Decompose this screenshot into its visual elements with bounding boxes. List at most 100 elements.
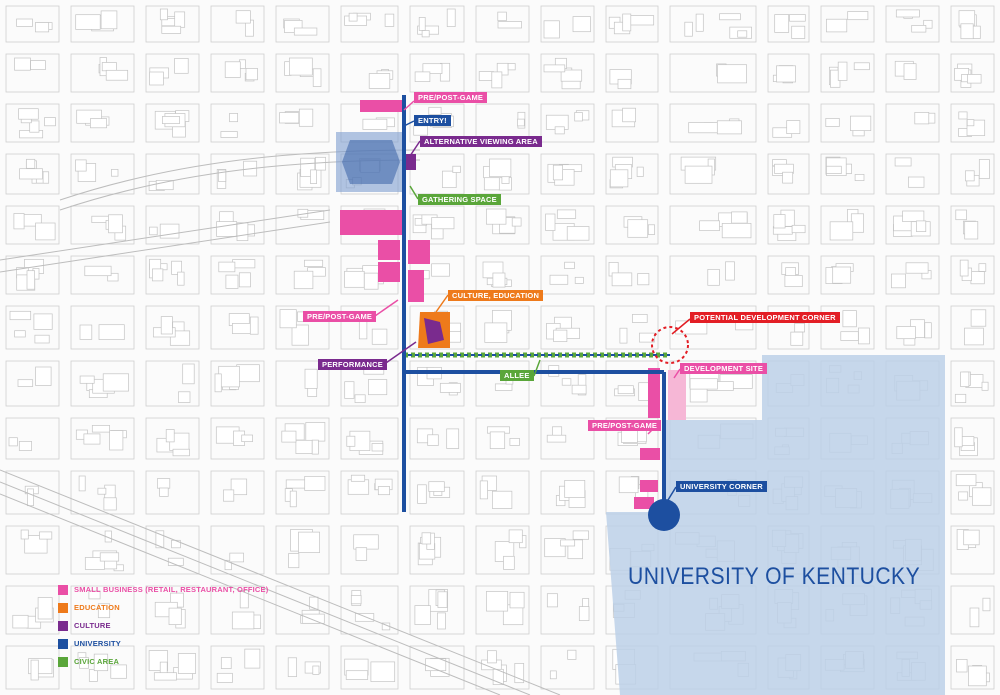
city-block [950, 470, 995, 515]
building-footprint [214, 373, 222, 393]
building-footprint [152, 268, 164, 282]
building-footprint [414, 71, 431, 82]
building-footprint [427, 434, 439, 446]
building-footprint [421, 30, 430, 38]
city-block [669, 205, 757, 245]
building-footprint [955, 474, 977, 487]
building-footprint [239, 590, 249, 609]
city-block [540, 585, 595, 635]
building-footprint [98, 324, 125, 340]
building-footprint [84, 265, 112, 277]
building-footprint [178, 391, 191, 403]
building-footprint [27, 488, 34, 507]
building-footprint [442, 170, 457, 188]
building-footprint [617, 385, 634, 395]
city-block [409, 305, 465, 350]
building-footprint [923, 19, 933, 29]
building-footprint [9, 310, 32, 321]
city-block [767, 305, 810, 350]
building-footprint [75, 159, 87, 172]
building-footprint [304, 368, 318, 389]
building-footprint [566, 226, 590, 241]
city-block [340, 470, 399, 515]
building-footprint [362, 118, 388, 130]
building-footprint [773, 214, 786, 229]
building-footprint [969, 607, 980, 628]
building-footprint [304, 259, 324, 267]
city-block [820, 53, 875, 93]
building-footprint [105, 69, 129, 81]
building-footprint [97, 487, 107, 495]
building-footprint [699, 220, 720, 231]
legend-label-small-business: SMALL BUSINESS (RETAIL, RESTAURANT, OFFI… [74, 585, 269, 594]
building-footprint [622, 13, 632, 32]
city-block [70, 5, 135, 43]
building-footprint [345, 670, 369, 680]
city-block [820, 305, 875, 350]
building-footprint [311, 439, 319, 455]
building-footprint [350, 474, 366, 482]
building-footprint [684, 165, 713, 184]
building-footprint [895, 9, 920, 18]
city-block [885, 305, 940, 350]
building-footprint [982, 597, 991, 612]
building-footprint [609, 169, 629, 188]
city-block [275, 205, 330, 245]
small-business-blocks [340, 100, 660, 509]
building-footprint [368, 379, 388, 396]
city-block [885, 53, 940, 93]
map-legend: SMALL BUSINESS (RETAIL, RESTAURANT, OFFI… [58, 582, 268, 672]
building-footprint [35, 222, 56, 241]
university-corner-node [648, 499, 680, 531]
city-block [210, 305, 265, 350]
building-footprint [578, 606, 590, 621]
building-footprint [784, 275, 803, 287]
building-footprint [224, 559, 232, 571]
building-footprint [437, 591, 448, 608]
building-footprint [84, 557, 105, 570]
city-block [340, 305, 399, 350]
building-footprint [446, 8, 456, 27]
city-block [275, 5, 330, 43]
city-block [475, 585, 530, 635]
building-footprint [29, 120, 40, 133]
pre-post-game-label-top: PRE/POST-GAME [414, 92, 488, 103]
city-block [275, 53, 330, 93]
city-block [475, 153, 530, 195]
building-footprint [33, 313, 53, 330]
building-footprint [35, 22, 50, 33]
building-footprint [347, 479, 370, 495]
building-footprint [216, 672, 233, 683]
building-footprint [12, 614, 29, 629]
building-footprint [437, 612, 446, 630]
city-block [5, 305, 60, 350]
building-footprint [165, 429, 175, 443]
building-footprint [177, 653, 196, 674]
city-block [210, 205, 265, 245]
building-footprint [34, 334, 50, 344]
city-block [605, 103, 659, 143]
city-block [605, 53, 659, 93]
city-block [145, 153, 200, 195]
city-block [145, 53, 200, 93]
building-footprint [310, 169, 317, 184]
city-block [145, 470, 200, 515]
building-footprint [160, 316, 173, 335]
city-block [145, 417, 200, 460]
building-footprint [14, 330, 26, 338]
building-footprint [717, 64, 747, 84]
building-footprint [572, 530, 589, 540]
city-block [5, 5, 60, 43]
building-footprint [90, 118, 107, 129]
building-footprint [637, 273, 650, 286]
building-footprint [174, 11, 186, 28]
building-footprint [155, 530, 165, 549]
city-block [540, 305, 595, 350]
entry-label: ENTRY! [414, 115, 451, 126]
building-footprint [371, 328, 388, 345]
city-block [767, 255, 810, 295]
building-footprint [295, 439, 313, 454]
city-block [950, 103, 995, 143]
building-footprint [494, 383, 513, 391]
building-footprint [312, 68, 322, 87]
